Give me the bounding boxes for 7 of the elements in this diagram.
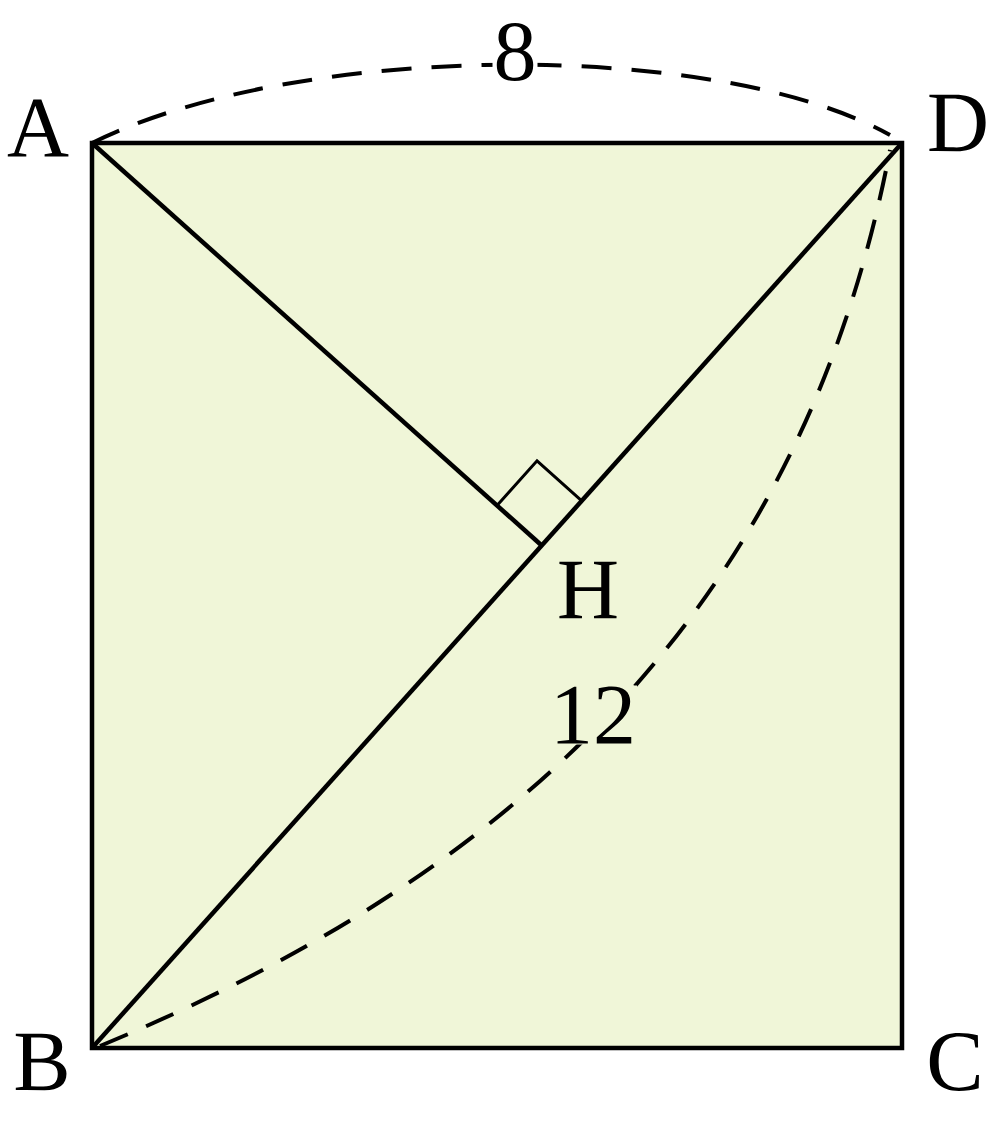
point-label: D xyxy=(929,94,986,152)
point-label: C xyxy=(929,1033,979,1091)
length-label: 8 xyxy=(492,22,538,82)
point-label: B xyxy=(15,1033,67,1091)
point-label: A xyxy=(7,99,69,157)
length-label: 12 xyxy=(549,685,637,745)
point-label: H xyxy=(559,561,617,619)
